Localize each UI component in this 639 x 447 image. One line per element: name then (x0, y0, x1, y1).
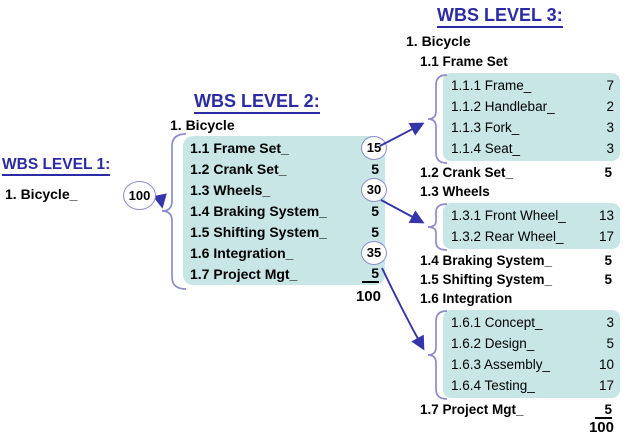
item-label: 1.1 Frame Set_ (190, 139, 289, 156)
level3-section-project-mgt: 1.7 Project Mgt_ 5 (404, 400, 620, 419)
level2-row-braking-system: 1.4 Braking System_ 5 (183, 200, 385, 221)
level2-row-shifting-system: 1.5 Shifting System_ 5 (183, 221, 385, 242)
level3-section-braking-system: 1.4 Braking System_ 5 (404, 251, 620, 270)
item-label: 1.3 Wheels_ (190, 181, 271, 198)
level3-box-integration: 1.6.1 Concept_ 3 1.6.2 Design_ 5 1.6.3 A… (443, 310, 620, 398)
level2-row-wheels: 1.3 Wheels_ 30 (183, 177, 387, 202)
level3-section-integration: 1.6 Integration (404, 289, 620, 308)
item-value-underlined: 5 (362, 265, 379, 283)
level3-root-item: 1. Bicycle (406, 33, 471, 49)
wbs-level2-heading: WBS LEVEL 2: (194, 92, 320, 114)
item-label: 1.4 Braking System_ (190, 202, 327, 219)
section-label: 1.6 Integration (420, 291, 513, 306)
item-label: 1.6.3 Assembly_ (451, 357, 551, 372)
item-value: 17 (598, 378, 614, 393)
wbs-level1-heading: WBS LEVEL 1: (2, 156, 111, 177)
level3-row-assembly: 1.6.3 Assembly_ 10 (443, 354, 620, 375)
item-label: 1.1.4 Seat_ (451, 141, 521, 156)
item-value: 10 (598, 357, 614, 372)
level3-row-fork: 1.1.3 Fork_ 3 (443, 117, 620, 138)
level1-total-badge: 100 (123, 181, 156, 210)
section-value: 5 (604, 165, 612, 180)
level3-total: 100 (588, 419, 614, 436)
section-label: 1.1 Frame Set (420, 54, 508, 69)
item-label: 1.1.1 Frame_ (451, 78, 532, 93)
item-label: 1.3.1 Front Wheel_ (451, 208, 566, 223)
level3-row-frame: 1.1.1 Frame_ 7 (443, 75, 620, 96)
level2-row-crank-set: 1.2 Crank Set_ 5 (183, 158, 385, 179)
level2-total: 100 (355, 288, 381, 305)
wbs-level3-heading: WBS LEVEL 3: (437, 6, 563, 28)
item-value: 13 (598, 208, 614, 223)
level3-row-design: 1.6.2 Design_ 5 (443, 333, 620, 354)
level2-row-project-mgt: 1.7 Project Mgt_ 5 (183, 263, 385, 284)
level2-row-integration: 1.6 Integration_ 35 (183, 240, 387, 265)
section-value: 5 (604, 272, 612, 287)
level3-row-handlebar: 1.1.2 Handlebar_ 2 (443, 96, 620, 117)
level3-row-seat: 1.1.4 Seat_ 3 (443, 138, 620, 159)
level3-section-crank-set: 1.2 Crank Set_ 5 (404, 163, 620, 182)
level3-section-wheels: 1.3 Wheels (404, 182, 620, 201)
section-label: 1.2 Crank Set_ (420, 165, 514, 180)
item-label: 1.2 Crank Set_ (190, 160, 287, 177)
level3-row-concept: 1.6.1 Concept_ 3 (443, 312, 620, 333)
circled-value: 35 (361, 240, 387, 265)
circled-value: 30 (361, 177, 387, 202)
item-value: 5 (371, 202, 379, 219)
level3-row-testing: 1.6.4 Testing_ 17 (443, 375, 620, 396)
item-value: 3 (606, 120, 614, 135)
level3-box-wheels: 1.3.1 Front Wheel_ 13 1.3.2 Rear Wheel_ … (443, 203, 620, 249)
level3-column: 1. Bicycle 1.1 Frame Set 1.1.1 Frame_ 7 … (404, 33, 620, 441)
section-value-underlined: 5 (595, 402, 612, 419)
item-value: 3 (606, 141, 614, 156)
item-label: 1.6.2 Design_ (451, 336, 535, 351)
level1-root-item: 1. Bicycle_ (5, 186, 78, 202)
level2-row-frame-set: 1.1 Frame Set_ 15 (183, 135, 387, 160)
section-label: 1.7 Project Mgt_ (420, 402, 524, 417)
item-label: 1.6 Integration_ (190, 244, 294, 261)
section-value: 5 (604, 253, 612, 268)
level3-row-front-wheel: 1.3.1 Front Wheel_ 13 (443, 205, 620, 226)
item-label: 1.1.2 Handlebar_ (451, 99, 555, 114)
item-label: 1.5 Shifting System_ (190, 223, 327, 240)
item-value: 5 (371, 223, 379, 240)
level3-section-frame-set: 1.1 Frame Set (404, 52, 620, 71)
item-value: 5 (606, 336, 614, 351)
item-label: 1.3.2 Rear Wheel_ (451, 229, 564, 244)
item-label: 1.6.4 Testing_ (451, 378, 535, 393)
level2-box: 1.1 Frame Set_ 15 1.2 Crank Set_ 5 1.3 W… (183, 135, 387, 285)
item-value: 5 (371, 160, 379, 177)
circled-value: 15 (361, 135, 387, 160)
section-label: 1.5 Shifting System_ (420, 272, 553, 287)
level3-row-rear-wheel: 1.3.2 Rear Wheel_ 17 (443, 226, 620, 247)
item-value: 2 (606, 99, 614, 114)
item-label: 1.6.1 Concept_ (451, 315, 543, 330)
section-label: 1.3 Wheels (420, 184, 490, 199)
level3-box-frame-set: 1.1.1 Frame_ 7 1.1.2 Handlebar_ 2 1.1.3 … (443, 73, 620, 161)
item-value: 17 (598, 229, 614, 244)
level2-root-item: 1. Bicycle (170, 117, 235, 133)
level3-section-shifting-system: 1.5 Shifting System_ 5 (404, 270, 620, 289)
section-label: 1.4 Braking System_ (420, 253, 553, 268)
item-label: 1.1.3 Fork_ (451, 120, 520, 135)
item-value: 3 (606, 315, 614, 330)
item-label: 1.7 Project Mgt_ (190, 265, 298, 282)
item-value: 7 (606, 78, 614, 93)
